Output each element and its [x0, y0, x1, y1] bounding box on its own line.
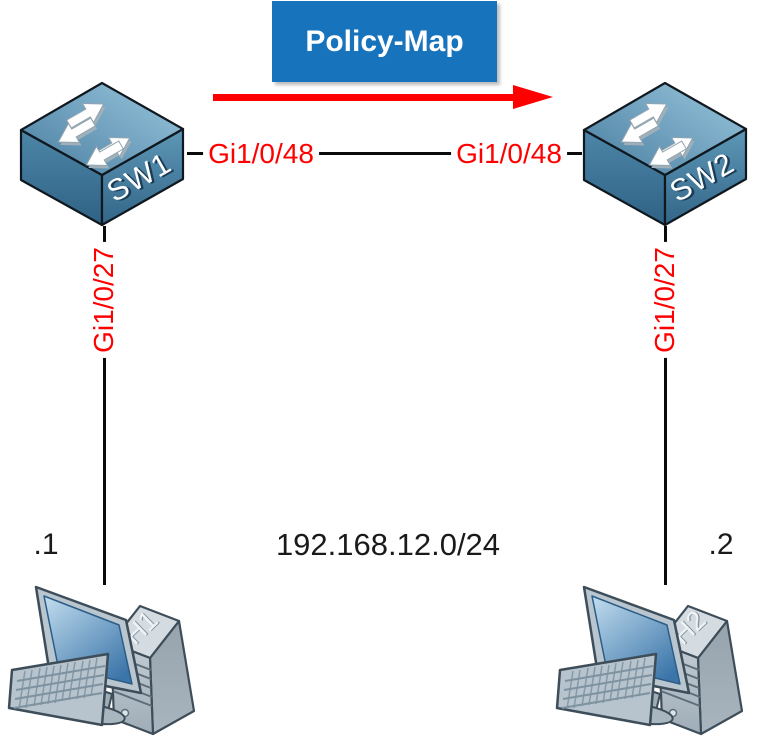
switch-sw2-icon: SW2	[582, 82, 748, 226]
switch-sw1-icon: SW1	[19, 82, 185, 226]
policy-direction-arrow-head	[513, 85, 553, 109]
interface-label-sw1-gi1-0-27: Gi1/0/27	[88, 242, 120, 358]
host-h2-icon: H2	[555, 585, 744, 736]
policy-direction-arrow-line	[213, 94, 514, 101]
policy-map-box: Policy-Map	[272, 1, 497, 82]
link-sw1-sw2	[187, 152, 582, 155]
host-h2-address: .2	[708, 528, 734, 561]
link-sw2-h2	[664, 226, 667, 585]
host-h1-icon: H1	[7, 585, 196, 736]
host-h1-address: .1	[33, 528, 59, 561]
interface-label-sw1-gi1-0-48: Gi1/0/48	[203, 138, 319, 170]
link-sw1-h1	[103, 226, 106, 585]
subnet-label: 192.168.12.0/24	[275, 527, 501, 562]
interface-label-sw2-gi1-0-48: Gi1/0/48	[451, 138, 567, 170]
interface-label-sw2-gi1-0-27: Gi1/0/27	[649, 242, 681, 358]
policy-map-label: Policy-Map	[305, 24, 464, 58]
